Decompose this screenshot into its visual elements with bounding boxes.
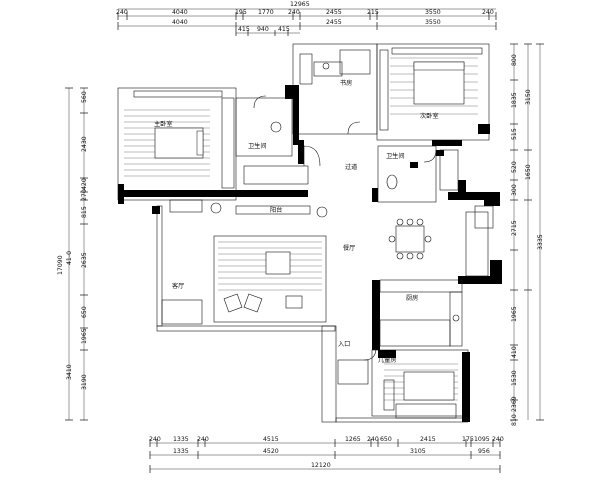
dim-left-9: 3190	[81, 374, 88, 390]
dim-left-5: 2635	[81, 252, 88, 268]
dim-top-overall: 12965	[290, 1, 310, 8]
room-label-entry: 入口	[338, 341, 350, 348]
dim-top-1-0: 240	[116, 9, 128, 16]
living-room: 客厅	[172, 202, 328, 323]
dim-bot-1-2: 240	[197, 436, 209, 443]
kitchen: 厨房	[379, 279, 463, 347]
dim-bot-1-9: 1095	[474, 436, 490, 443]
dim-bot-1-7: 2415	[420, 436, 436, 443]
service-core: 卫生间 过道	[345, 145, 459, 203]
dim-left-0: 560	[81, 91, 88, 103]
room-label-bedroom3: 儿童房	[378, 356, 397, 364]
room-label-bedroom2: 次卧室	[420, 112, 439, 120]
dining-area: 餐厅	[343, 211, 489, 277]
dim-bot-1-3: 4515	[263, 436, 279, 443]
bed-icon	[154, 127, 204, 159]
dim-top-1-1: 4040	[172, 9, 188, 16]
dim-top-1-5: 2455	[326, 9, 342, 16]
dim-right-8: 1530	[511, 370, 518, 386]
room-label-master: 主卧室	[154, 120, 173, 128]
dim-bot-2-1: 4520	[263, 448, 279, 455]
dim-left-inner-0: 41-0	[66, 251, 73, 265]
dim-bot-1-1: 1335	[173, 436, 189, 443]
dim-left-7: 1965	[81, 328, 88, 344]
dim-bot-1-8: 175	[462, 436, 474, 443]
room-label-balcony: 阳台	[270, 206, 282, 214]
dim-top-3-0: 415	[238, 26, 250, 33]
dim-right-c2-2: 3335	[537, 234, 544, 250]
dim-left-8: 3410	[66, 364, 73, 380]
dim-left-2: 420	[81, 178, 88, 190]
dim-top-2-2: 3550	[425, 19, 441, 26]
room-label-bath1: 卫生间	[248, 142, 267, 150]
dim-top-1-3: 1770	[258, 9, 274, 16]
dim-bot-1-10: 240	[492, 436, 504, 443]
study-room: 书房	[299, 49, 371, 135]
dim-right-9: 2369	[511, 396, 518, 412]
dim-right-c2-1: 1650	[525, 164, 532, 180]
dim-top-3-1: 940	[257, 26, 269, 33]
dim-bot-2-0: 1335	[173, 448, 189, 455]
dim-top-1-4: 240	[288, 9, 300, 16]
dim-right-7: 410	[511, 346, 518, 358]
dim-right-4: 300	[511, 184, 518, 196]
dim-bot-1-5: 240	[367, 436, 379, 443]
dim-top-1-8: 240	[482, 9, 494, 16]
dim-left-6: 650	[81, 306, 88, 318]
dim-bot-1-6: 650	[380, 436, 392, 443]
top-dimensions: 12965 240 4040 195 1770 240 2455 215 355…	[116, 1, 497, 36]
walls	[117, 43, 502, 423]
dim-top-3-2: 415	[278, 26, 290, 33]
dim-left-1: 2430	[81, 136, 88, 152]
dim-right-1: 1835	[511, 92, 518, 108]
sofa-icon	[223, 251, 303, 313]
dim-left-3: 270	[81, 189, 88, 201]
left-dimensions: 560 2430 420 270 815 2635 650 1965 3410 …	[57, 87, 88, 421]
dim-right-0: 800	[511, 54, 518, 66]
right-dimensions: 800 1835 515 520 300 2715 1965 410 1530 …	[510, 43, 544, 426]
room-label-living: 客厅	[172, 282, 184, 290]
dim-right-c2-0: 3150	[525, 89, 532, 105]
dim-bot-2-2: 3105	[410, 448, 426, 455]
dim-right-5: 2715	[511, 220, 518, 236]
dim-top-1-7: 3550	[425, 9, 441, 16]
plant-icon	[210, 202, 328, 218]
dining-table-icon	[388, 218, 432, 260]
room-label-dining: 餐厅	[343, 244, 355, 252]
entry-area: 入口 阳台	[253, 95, 437, 385]
bottom-dimensions: 240 1335 240 4515 1265 240 650 2415 175 …	[149, 436, 504, 473]
master-bedroom: 主卧室 卫生间	[124, 97, 309, 189]
dim-left-inner-1: 17090	[57, 255, 64, 275]
dim-right-2: 515	[511, 128, 518, 140]
toilet-icon	[386, 174, 398, 190]
room-label-corridor: 过道	[345, 163, 357, 171]
dim-bot-2-3: 956	[478, 448, 490, 455]
dim-bot-1-4: 1265	[345, 436, 361, 443]
dim-right-3: 520	[511, 161, 518, 173]
dim-top-1-2: 195	[235, 9, 247, 16]
room-label-kitchen: 厨房	[406, 294, 418, 302]
dim-right-10: 810	[511, 414, 518, 426]
bed-icon	[403, 371, 455, 401]
windows	[133, 47, 494, 419]
dim-top-2-1: 2455	[326, 19, 342, 26]
dim-right-6: 1965	[511, 306, 518, 322]
room-label-bath2: 卫生间	[386, 152, 405, 160]
dim-top-2-0: 4040	[172, 19, 188, 26]
room-label-study: 书房	[340, 79, 352, 87]
second-bedroom: 次卧室	[379, 49, 478, 131]
dim-top-1-6: 215	[367, 9, 379, 16]
dim-left-4: 815	[81, 206, 88, 218]
dim-bot-overall: 12120	[311, 462, 331, 469]
bed-icon	[413, 61, 465, 105]
child-bedroom: 儿童房	[378, 356, 458, 411]
desk-icon	[313, 61, 343, 77]
dim-bot-1-0: 240	[149, 436, 161, 443]
